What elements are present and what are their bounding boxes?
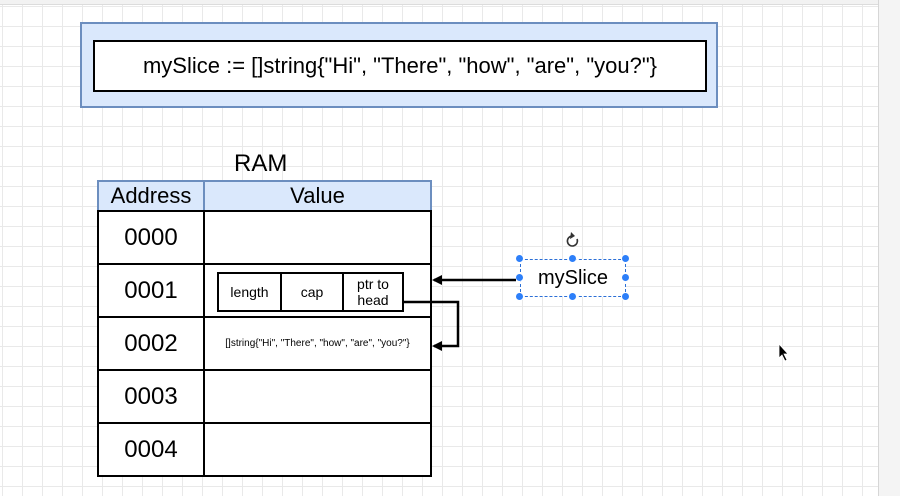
ptr-field-line1: ptr to [357,276,389,292]
ram-title: RAM [234,150,288,177]
resize-handle-left[interactable] [515,273,524,282]
address-label: 0000 [124,223,178,251]
ptr-field[interactable]: ptr to head [344,274,402,310]
resize-handle-bottom[interactable] [568,292,577,301]
top-edge [0,0,878,5]
array-value-text: []string{"Hi", "There", "how", "are", "y… [225,338,410,349]
ptr-field-line2: head [357,292,389,308]
ram-table: Address Value 0000 0001 0002 []string{"H… [97,180,432,479]
resize-handle-top[interactable] [568,254,577,263]
address-header-label: Address [110,183,192,208]
slice-struct[interactable]: length cap ptr to head [217,272,404,312]
value-cell-0004[interactable] [203,422,432,477]
code-text: mySlice := []string{"Hi", "There", "how"… [142,53,657,78]
resize-handle-bottom-right[interactable] [621,292,630,301]
address-label: 0001 [124,276,178,304]
address-header[interactable]: Address [97,180,205,212]
myslice-label: mySlice [537,266,608,289]
rotate-icon[interactable] [566,232,579,247]
value-header-label: Value [290,183,345,208]
resize-handle-bottom-left[interactable] [515,292,524,301]
mouse-cursor-icon [778,342,789,362]
value-cell-0000[interactable] [203,210,432,265]
resize-handle-right[interactable] [621,273,630,282]
code-box[interactable]: mySlice := []string{"Hi", "There", "how"… [93,40,707,92]
resize-handle-top-left[interactable] [515,254,524,263]
value-cell-0003[interactable] [203,369,432,424]
cap-field-label: cap [300,284,324,300]
vertical-scrollbar[interactable] [878,0,900,496]
address-label: 0002 [124,329,178,357]
resize-handle-top-right[interactable] [621,254,630,263]
address-cell-0000[interactable]: 0000 [97,210,205,265]
length-field-label: length [230,284,269,300]
address-label: 0003 [124,382,178,410]
head-arrow[interactable] [404,300,460,351]
value-header[interactable]: Value [203,180,432,212]
length-field[interactable]: length [219,274,282,310]
cap-field[interactable]: cap [282,274,344,310]
address-cell-0004[interactable]: 0004 [97,422,205,477]
address-label: 0004 [124,435,178,463]
